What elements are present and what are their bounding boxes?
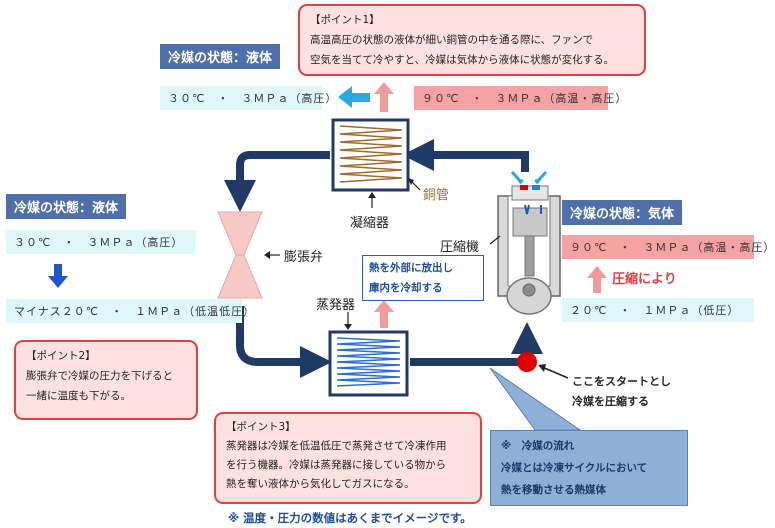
point2-heading: 【ポイント2】: [26, 350, 96, 362]
heat-release-arrow-mid: [374, 300, 394, 328]
start-note-line-2: 冷媒を圧縮する: [572, 395, 649, 408]
condenser-coil: [331, 118, 410, 192]
condenser-label: 凝縮器: [350, 216, 390, 231]
flow-note-line-2: 冷媒とは冷凍サイクルにおいて: [501, 462, 648, 474]
pipe-evaporator-to-compressor: [410, 322, 543, 366]
evaporator-coil: [328, 330, 409, 397]
copper-pipe-label: 銅管: [423, 188, 450, 203]
point3-callout: 【ポイント3】 蒸発器は冷媒を低温低圧で蒸発させて冷凍作用 を行う機器。冷媒は蒸…: [214, 412, 482, 504]
expansion-valve-shape: [217, 211, 263, 299]
footer-note: ※ 温度・圧力の数値はあくまでイメージです。: [228, 511, 472, 525]
heat-release-line-1: 熱を外部に放出し: [369, 262, 453, 274]
start-pointer-arrow: [541, 366, 569, 379]
pipe-valve-to-evaporator: [236, 306, 332, 378]
point2-line-2: 一緒に温度も下がる。: [26, 390, 131, 402]
point3-heading: 【ポイント3】: [226, 421, 296, 433]
point1-line-2: 空気を当てて冷やすと、冷媒は気体から液体に状態が変化する。: [310, 54, 615, 66]
compression-up-arrow: [587, 266, 607, 293]
point3-line-1: 蒸発器は冷媒を低温低圧で蒸発させて冷凍作用: [226, 440, 447, 452]
cond-right-high: ９０℃ ・ ３ＭＰａ（高温・高圧）: [562, 235, 774, 259]
pressure-down-arrow: [48, 264, 68, 288]
evaporator-label: 蒸発器: [316, 298, 356, 313]
point3-line-3: 熱を奪い液体から気化してガスになる。: [226, 478, 415, 490]
heat-release-line-2: 庫内を冷却する: [369, 282, 443, 294]
point2-line-1: 膨張弁で冷媒の圧力を下げると: [26, 370, 173, 382]
compressor-shape: [497, 170, 561, 315]
cooling-left-arrow: [338, 86, 370, 108]
heat-release-arrow-top: [374, 82, 394, 112]
state-right-title: 冷媒の状態：気体: [562, 200, 683, 225]
flow-note-line-1: ※ 冷媒の流れ: [501, 440, 575, 452]
point1-line-1: 高温高圧の状態の液体が細い銅管の中を通る際に、ファンで: [310, 34, 594, 46]
compression-label: 圧縮により: [612, 272, 677, 287]
start-note: ここをスタートとし 冷媒を圧縮する: [572, 372, 671, 412]
expansion-valve-label: 膨張弁: [284, 250, 324, 265]
state-left-title: 冷媒の状態：液体: [6, 194, 127, 219]
pipe-condenser-to-valve: [224, 151, 330, 212]
heat-release-box: 熱を外部に放出し 庫内を冷却する: [362, 255, 484, 301]
cond-top-left: ３０℃ ・ ３ＭＰａ（高圧）: [160, 86, 336, 110]
start-note-line-1: ここをスタートとし: [572, 375, 671, 388]
point2-callout: 【ポイント2】 膨張弁で冷媒の圧力を下げると 一緒に温度も下がる。: [14, 340, 198, 420]
cond-right-low: ２０℃ ・ １ＭＰａ（低圧）: [562, 298, 754, 322]
flow-note-line-3: 熱を移動させる熱媒体: [501, 484, 606, 496]
pipe-compressor-to-condenser: [402, 139, 529, 172]
compressor-label: 圧縮機: [440, 240, 480, 255]
start-point-marker: [517, 352, 537, 372]
point1-heading: 【ポイント1】: [310, 14, 380, 26]
cond-top-right: ９０℃ ・ ３ＭＰａ（高温・高圧）: [414, 86, 626, 110]
cond-left-low: マイナス２０℃ ・ １ＭＰａ（低温低圧）: [6, 299, 254, 323]
cond-left-high: ３０℃ ・ ３ＭＰａ（高圧）: [6, 230, 196, 254]
point3-line-2: を行う機器。冷媒は蒸発器に接している物から: [226, 459, 447, 471]
flow-note-box: ※ 冷媒の流れ 冷媒とは冷凍サイクルにおいて 熱を移動させる熱媒体: [490, 430, 688, 506]
state-top-title: 冷媒の状態：液体: [160, 44, 281, 69]
point1-callout: 【ポイント1】 高温高圧の状態の液体が細い銅管の中を通る際に、ファンで 空気を当…: [298, 4, 646, 76]
